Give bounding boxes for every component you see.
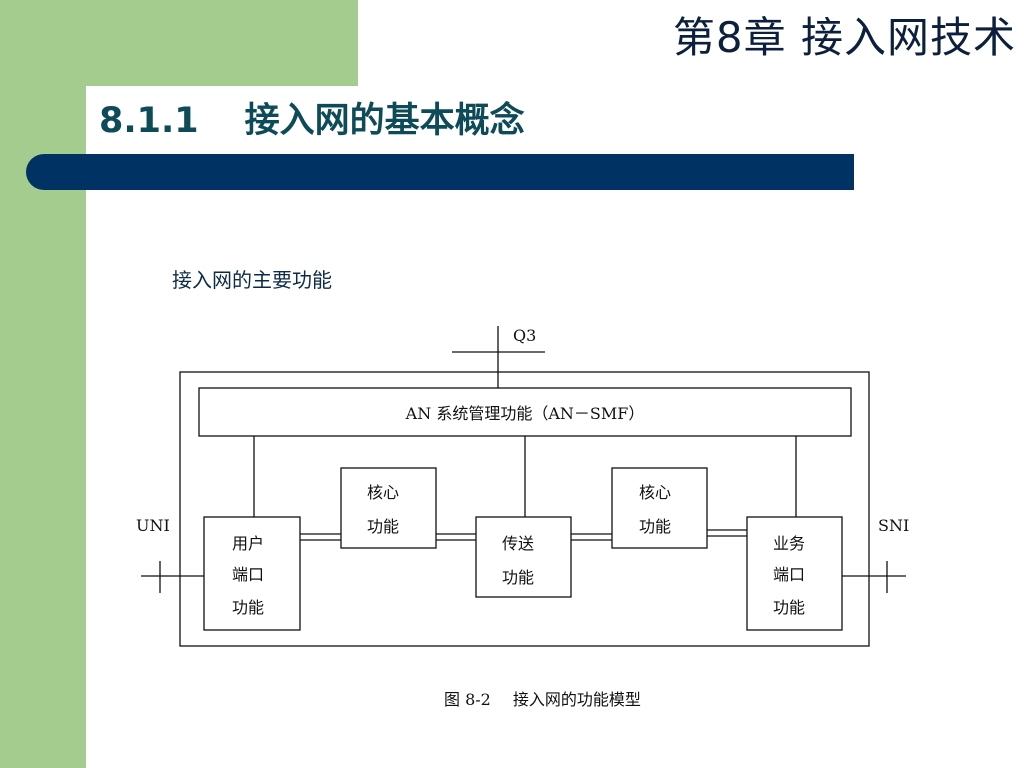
service-port-label-line2: 端口 — [773, 565, 805, 584]
left-green-band — [0, 0, 86, 768]
title-notch — [86, 86, 358, 96]
service-port-function-box — [746, 516, 843, 631]
service-port-label-line1: 业务 — [773, 534, 805, 553]
uni-label: UNI — [136, 516, 170, 535]
service-port-label-line3: 功能 — [773, 598, 805, 617]
smf-label: AN 系统管理功能（AN－SMF） — [405, 404, 645, 423]
core-right-label-line1: 核心 — [639, 483, 671, 502]
figure-caption: 图 8-2 接入网的功能模型 — [444, 686, 641, 710]
core-right-label-line2: 功能 — [639, 517, 671, 536]
section-number: 8.1.1 — [99, 101, 199, 141]
chapter-title: 第8章 接入网技术 — [672, 13, 1016, 62]
slide-subtitle: 接入网的主要功能 — [172, 268, 332, 292]
core-function-left-box — [340, 467, 437, 549]
user-port-label-line3: 功能 — [232, 598, 264, 617]
section-title: 接入网的基本概念 — [244, 101, 525, 141]
transport-label-line2: 功能 — [502, 568, 534, 587]
user-port-function-box — [203, 516, 301, 631]
access-network-boundary — [179, 371, 870, 647]
q3-label: Q3 — [513, 326, 536, 345]
sni-label: SNI — [878, 516, 909, 535]
top-green-band — [0, 0, 358, 86]
figure-title: 接入网的功能模型 — [512, 690, 641, 709]
double-line-connectors — [300, 529, 747, 541]
user-port-label-line2: 端口 — [232, 565, 264, 584]
core-left-label-line2: 功能 — [367, 517, 399, 536]
transport-label-line1: 传送 — [502, 534, 534, 553]
core-left-label-line1: 核心 — [367, 483, 399, 502]
title-underline-bar — [26, 154, 854, 190]
section-heading: 8.1.1 接入网的基本概念 — [99, 92, 525, 143]
figure-number: 图 8-2 — [444, 690, 491, 709]
core-function-right-box — [611, 467, 708, 549]
user-port-label-line1: 用户 — [232, 534, 264, 553]
transport-function-box — [475, 516, 572, 598]
